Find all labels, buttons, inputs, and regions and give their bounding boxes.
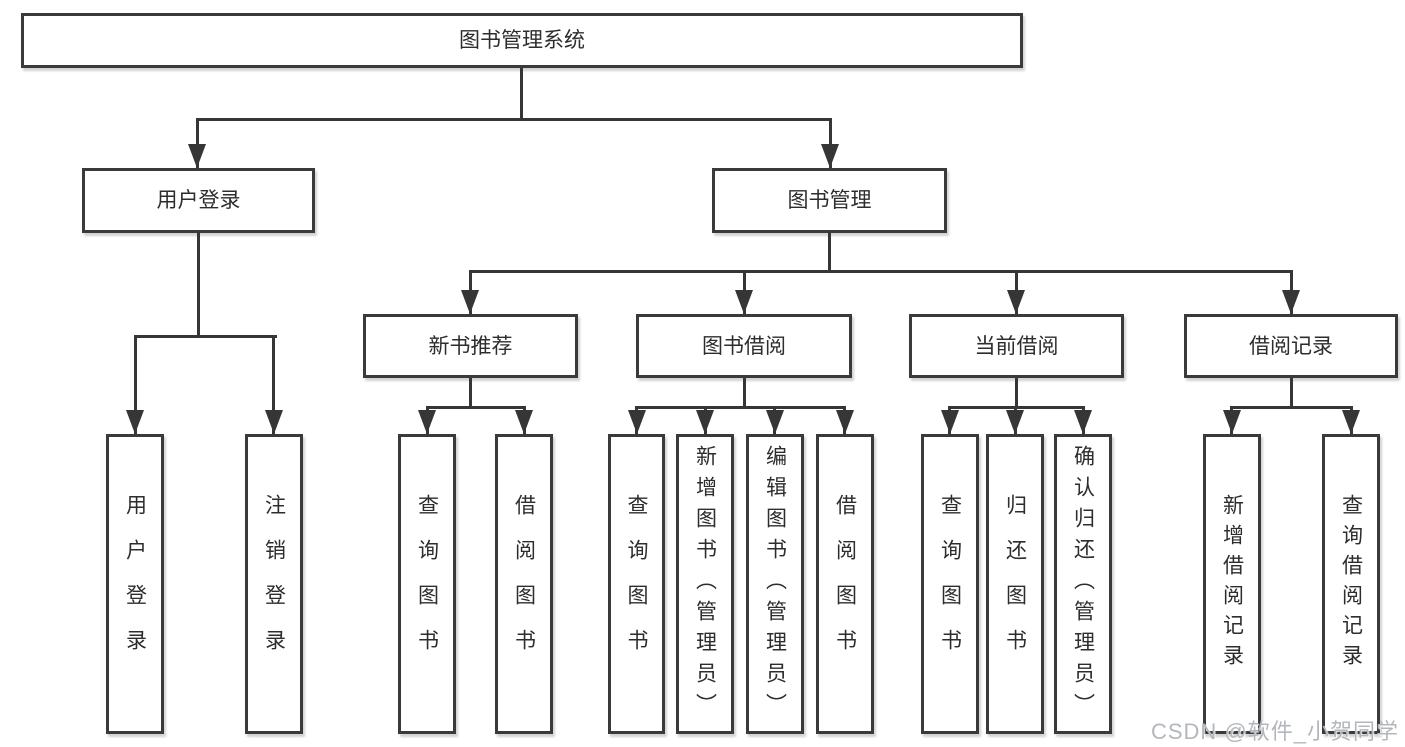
- leaf-logout: 注销登录: [245, 434, 303, 734]
- leaf-recommend-borrow-books: 借阅图书: [495, 434, 553, 734]
- leaf-query-borrow-record: 查询借阅记录: [1322, 434, 1380, 734]
- arrow-down-icon: [1007, 290, 1025, 314]
- connector-line: [134, 335, 277, 338]
- node-current-borrow: 当前借阅: [909, 314, 1124, 378]
- node-borrow-records: 借阅记录: [1184, 314, 1398, 378]
- leaf-borrow-query-books: 查询图书: [608, 434, 665, 734]
- connector-line: [743, 378, 746, 409]
- arrow-down-icon: [126, 410, 144, 434]
- leaf-add-books-admin-label: 新增图书（管理员）: [693, 444, 717, 724]
- arrow-down-icon: [515, 410, 533, 434]
- leaf-recommend-query-books: 查询图书: [398, 434, 456, 734]
- arrow-down-icon: [188, 144, 206, 168]
- leaf-return-books: 归还图书: [986, 434, 1044, 734]
- leaf-user-login-label: 用户登录: [123, 494, 147, 674]
- leaf-add-books-admin: 新增图书（管理员）: [676, 434, 734, 734]
- connector-line: [134, 335, 137, 434]
- leaf-return-books-label: 归还图书: [1003, 494, 1027, 674]
- leaf-borrow-books-label: 借阅图书: [833, 494, 857, 674]
- arrow-down-icon: [418, 410, 436, 434]
- arrow-down-icon: [696, 410, 714, 434]
- arrow-down-icon: [1342, 410, 1360, 434]
- arrow-down-icon: [1006, 410, 1024, 434]
- leaf-add-borrow-record-label: 新增借阅记录: [1220, 494, 1244, 674]
- connector-line: [829, 118, 832, 168]
- arrow-down-icon: [941, 410, 959, 434]
- leaf-logout-label: 注销登录: [262, 494, 286, 674]
- leaf-borrow-query-books-label: 查询图书: [625, 494, 648, 674]
- connector-line: [272, 335, 275, 434]
- arrow-down-icon: [1282, 290, 1300, 314]
- arrow-down-icon: [766, 410, 784, 434]
- arrow-down-icon: [265, 410, 283, 434]
- arrow-down-icon: [628, 410, 646, 434]
- node-root-library-system: 图书管理系统: [21, 13, 1023, 68]
- leaf-current-query-books-label: 查询图书: [938, 494, 962, 674]
- connector-line: [196, 118, 199, 168]
- arrow-down-icon: [461, 290, 479, 314]
- arrow-down-icon: [735, 290, 753, 314]
- leaf-current-query-books: 查询图书: [921, 434, 979, 734]
- leaf-edit-books-admin: 编辑图书（管理员）: [746, 434, 804, 734]
- node-new-book-recommend: 新书推荐: [363, 314, 578, 378]
- leaf-recommend-borrow-books-label: 借阅图书: [512, 494, 536, 674]
- connector-line: [828, 233, 831, 273]
- leaf-add-borrow-record: 新增借阅记录: [1203, 434, 1261, 734]
- connector-line: [469, 378, 472, 409]
- node-book-borrow: 图书借阅: [636, 314, 852, 378]
- leaf-confirm-return-admin: 确认归还（管理员）: [1054, 434, 1112, 734]
- connector-line: [1290, 378, 1293, 409]
- connector-line: [426, 406, 526, 409]
- arrow-down-icon: [836, 410, 854, 434]
- arrow-down-icon: [821, 144, 839, 168]
- leaf-recommend-query-books-label: 查询图书: [415, 494, 439, 674]
- arrow-down-icon: [1223, 410, 1241, 434]
- leaf-confirm-return-admin-label: 确认归还（管理员）: [1071, 444, 1095, 724]
- leaf-edit-books-admin-label: 编辑图书（管理员）: [763, 444, 787, 724]
- leaf-borrow-books: 借阅图书: [816, 434, 874, 734]
- connector-line: [1230, 406, 1353, 409]
- csdn-watermark: CSDN @软件_小贺同学: [1150, 719, 1399, 744]
- node-user-login-module: 用户登录: [82, 168, 315, 233]
- node-book-management-module: 图书管理: [712, 168, 947, 233]
- connector-line: [1015, 378, 1018, 409]
- leaf-query-borrow-record-label: 查询借阅记录: [1339, 494, 1363, 674]
- arrow-down-icon: [1074, 410, 1092, 434]
- connector-line: [197, 233, 200, 338]
- connector-line: [469, 270, 1293, 273]
- connector-line: [635, 406, 846, 409]
- connector-line: [520, 68, 523, 120]
- connector-line: [196, 118, 832, 121]
- leaf-user-login: 用户登录: [106, 434, 164, 734]
